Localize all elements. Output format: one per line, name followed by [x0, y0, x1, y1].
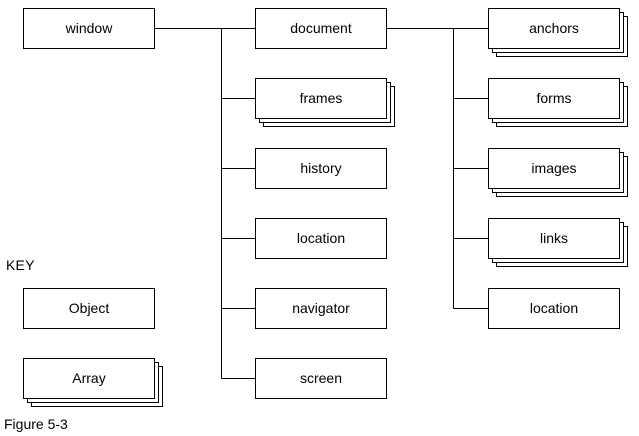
node-images-label: images — [531, 160, 576, 176]
key-array-box: Array — [23, 358, 163, 407]
node-anchors: anchors — [488, 8, 628, 57]
node-navigator: navigator — [255, 288, 387, 329]
key-array-box-label: Array — [72, 370, 105, 386]
node-frames: frames — [255, 78, 395, 127]
node-layer: window document frames history location navig… — [23, 8, 628, 407]
node-navigator-label: navigator — [292, 300, 350, 316]
node-history-label: history — [300, 160, 341, 176]
key-heading: KEY — [6, 257, 35, 273]
node-forms-label: forms — [537, 90, 572, 106]
node-location: location — [255, 218, 387, 259]
node-location-label: location — [297, 230, 345, 246]
key-object-box: Object — [23, 288, 155, 329]
node-document-location: location — [488, 288, 620, 329]
connector-lines — [155, 28, 488, 379]
node-forms: forms — [488, 78, 628, 127]
node-window-label: window — [65, 20, 114, 36]
node-document-location-label: location — [530, 300, 578, 316]
node-anchors-label: anchors — [529, 20, 579, 36]
node-frames-label: frames — [300, 90, 343, 106]
node-links-label: links — [540, 230, 568, 246]
node-window: window — [23, 8, 155, 49]
node-images: images — [488, 148, 628, 197]
node-screen-label: screen — [300, 370, 342, 386]
node-document-label: document — [290, 20, 352, 36]
node-screen: screen — [255, 358, 387, 399]
key-object-box-label: Object — [69, 300, 110, 316]
node-document: document — [255, 8, 387, 49]
figure-caption: Figure 5-3 — [4, 416, 68, 432]
node-links: links — [488, 218, 628, 267]
node-history: history — [255, 148, 387, 189]
